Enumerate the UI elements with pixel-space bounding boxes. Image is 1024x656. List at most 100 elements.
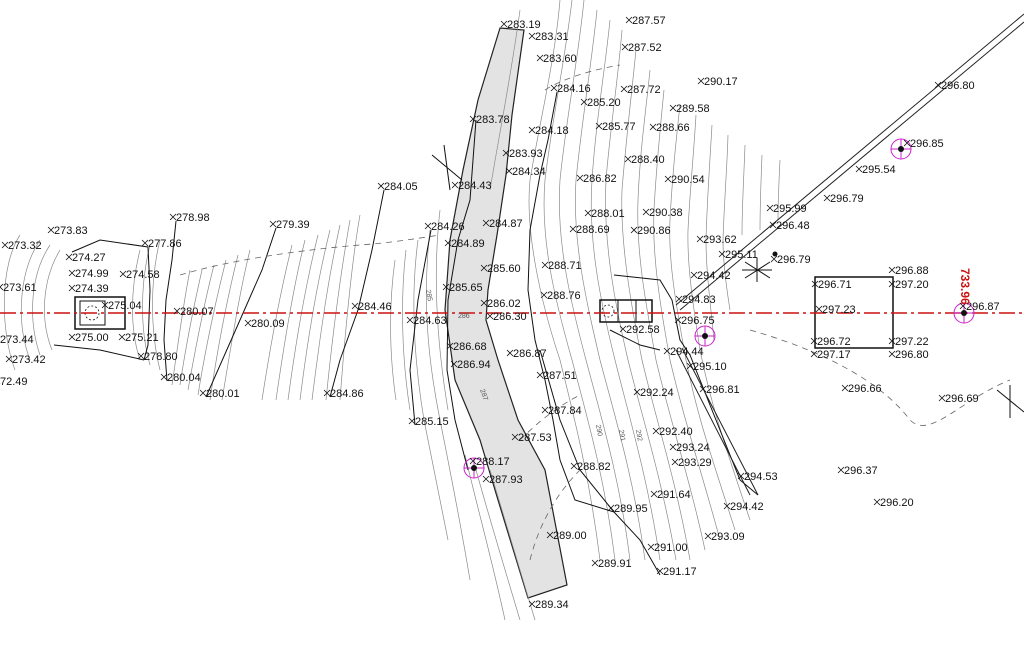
elevation-point-marker: [469, 115, 477, 123]
elevation-point-marker: [450, 360, 458, 368]
elevation-label: 278.98: [176, 212, 210, 224]
elevation-label: 296.72: [817, 336, 851, 348]
elevation-point-marker: [528, 126, 536, 134]
elevation-point-marker: [674, 316, 682, 324]
elevation-point-marker: [0, 283, 4, 291]
elevation-label: 287.52: [628, 42, 662, 54]
elevation-point-marker: [633, 388, 641, 396]
elevation-point-marker: [505, 167, 513, 175]
elevation-label: 297.22: [895, 336, 929, 348]
elevation-point-marker: [119, 270, 127, 278]
elevation-label: 291.17: [663, 566, 697, 578]
contour-lines: [4, 0, 781, 621]
elevation-label: 277.86: [148, 238, 182, 250]
elevation-point-marker: [5, 355, 13, 363]
elevation-label: 274.99: [75, 268, 109, 280]
elevation-point-marker: [647, 543, 655, 551]
elevation-label: 289.34: [535, 599, 569, 611]
contour-label: 286: [458, 313, 470, 320]
elevation-label: 289.00: [553, 530, 587, 542]
elevation-point-marker: [68, 284, 76, 292]
elevation-point-marker: [480, 264, 488, 272]
elevation-label: 292.58: [626, 324, 660, 336]
elevation-point-marker: [68, 333, 76, 341]
elevation-label: 273.44: [0, 334, 34, 346]
elevation-label: 294.42: [730, 501, 764, 513]
elevation-label: 274.27: [72, 252, 106, 264]
elevation-point-marker: [446, 342, 454, 350]
elevation-point-marker: [671, 458, 679, 466]
elevation-point-marker: [619, 325, 627, 333]
elevation-label: 280.01: [206, 388, 240, 400]
elevation-label: 293.24: [676, 442, 710, 454]
elevation-point-marker: [697, 77, 705, 85]
elevation-point-marker: [160, 373, 168, 381]
elevation-point-marker: [101, 301, 109, 309]
elevation-point-marker: [500, 20, 508, 28]
elevation-label: 296.48: [776, 220, 810, 232]
elevation-label: 285.20: [587, 97, 621, 109]
elevation-label: 275.04: [108, 300, 142, 312]
elevation-point-marker: [47, 226, 55, 234]
elevation-point-marker: [141, 239, 149, 247]
elevation-point-marker: [675, 295, 683, 303]
elevation-point-marker: [664, 175, 672, 183]
elevation-label: 286.30: [493, 311, 527, 323]
elevation-point-marker: [68, 269, 76, 277]
elevation-label: 273.61: [3, 282, 37, 294]
elevation-point-marker: [65, 253, 73, 261]
structure-middle: [599, 299, 653, 323]
elevation-label: 288.69: [576, 224, 610, 236]
elevation-label: 288.71: [548, 260, 582, 272]
tree-symbol: [742, 258, 772, 282]
elevation-label: 288.17: [476, 456, 510, 468]
elevation-point-marker: [811, 280, 819, 288]
elevation-point-marker: [642, 208, 650, 216]
elevation-point-marker: [699, 385, 707, 393]
elevation-point-marker: [169, 213, 177, 221]
elevation-point-marker: [482, 475, 490, 483]
elevation-label: 296.69: [945, 393, 979, 405]
elevation-label: 273.42: [12, 354, 46, 366]
elevation-label: 288.82: [577, 461, 611, 473]
elevation-point-marker: [323, 389, 331, 397]
elevation-point-marker: [823, 194, 831, 202]
elevation-label: 284.05: [384, 181, 418, 193]
elevation-point-marker: [528, 32, 536, 40]
elevation-point-marker: [540, 291, 548, 299]
elevation-point-marker: [690, 271, 698, 279]
target-marker: [890, 138, 912, 160]
elevation-point-marker: [841, 384, 849, 392]
elevation-point-marker: [269, 220, 277, 228]
elevation-label: 296.37: [844, 465, 878, 477]
elevation-label: 290.17: [704, 76, 738, 88]
elevation-label: 286.94: [457, 359, 491, 371]
elevation-point-marker: [502, 149, 510, 157]
elevation-label: 294.83: [682, 294, 716, 306]
elevation-point-marker: [541, 261, 549, 269]
elevation-point-marker: [704, 532, 712, 540]
elevation-label: 283.78: [476, 114, 510, 126]
elevation-point-marker: [536, 54, 544, 62]
elevation-label: 286.02: [487, 298, 521, 310]
elevation-label: 294.53: [744, 471, 778, 483]
elevation-label: 296.80: [895, 349, 929, 361]
elevation-point-marker: [649, 123, 657, 131]
elevation-label: 296.79: [830, 193, 864, 205]
elevation-point-marker: [528, 600, 536, 608]
elevation-point-marker: [837, 466, 845, 474]
elevation-point-marker: [408, 417, 416, 425]
elevation-label: 290.38: [649, 207, 683, 219]
shaded-path-band: [444, 27, 568, 599]
elevation-label: 285.60: [487, 263, 521, 275]
elevation-label: 284.86: [330, 388, 364, 400]
elevation-label: 289.95: [614, 503, 648, 515]
elevation-label: 284.26: [431, 221, 465, 233]
elevation-point-marker: [536, 371, 544, 379]
target-marker: [694, 325, 716, 347]
elevation-label: 289.58: [676, 103, 710, 115]
elevation-label: 284.34: [512, 166, 546, 178]
elevation-point-marker: [888, 280, 896, 288]
